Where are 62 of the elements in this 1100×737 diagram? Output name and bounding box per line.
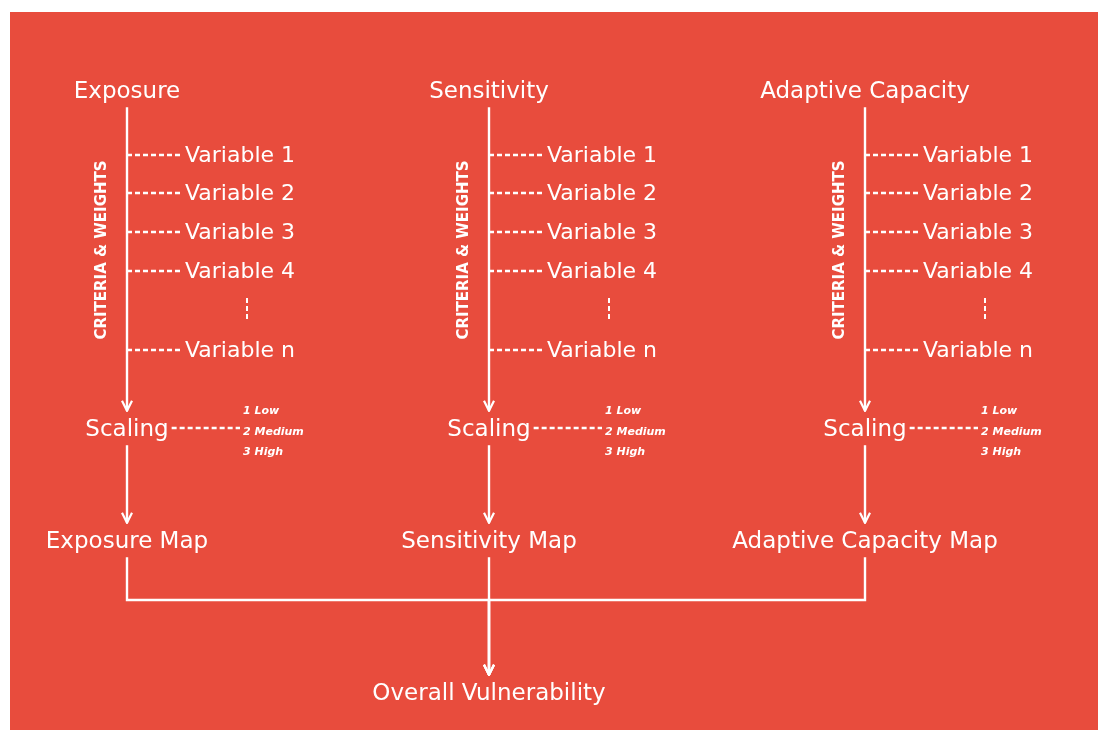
variable-label: Variable 2 xyxy=(185,180,296,206)
variable-label: Variable 3 xyxy=(547,219,658,245)
node-label: Exposure xyxy=(73,76,181,104)
node-label: Scaling xyxy=(447,414,531,442)
arrow xyxy=(482,445,496,524)
node-label: Scaling xyxy=(85,414,169,442)
node-label: Sensitivity xyxy=(429,76,549,104)
dashed-connector xyxy=(489,230,545,234)
arrow xyxy=(120,107,134,412)
scale-level-text: 3 High xyxy=(981,444,1023,461)
arrow xyxy=(858,107,872,412)
axis-caption: CRITERIA & WEIGHTS xyxy=(92,160,110,340)
variable-label: Variable 4 xyxy=(185,258,296,284)
scale-level-text: 1 Low xyxy=(981,402,1019,419)
variable-label: Variable 1 xyxy=(547,142,658,168)
variable-label: Variable 2 xyxy=(923,180,1034,206)
variable-label: Variable 4 xyxy=(923,258,1034,284)
scale-level-text: 1 Low xyxy=(605,402,643,419)
dashed-connector xyxy=(865,348,921,352)
node-label: Adaptive Capacity xyxy=(760,76,970,104)
dashed-connector xyxy=(489,269,545,273)
axis-caption: CRITERIA & WEIGHTS xyxy=(454,160,472,340)
variable-label: Variable 3 xyxy=(923,219,1034,245)
dashed-connector xyxy=(865,230,921,234)
dashed-connector xyxy=(127,269,183,273)
variable-label: Variable 1 xyxy=(923,142,1034,168)
node-label: Overall Vulnerability xyxy=(372,678,606,706)
dashed-connector xyxy=(127,348,183,352)
arrow xyxy=(482,557,867,676)
dashed-connector xyxy=(865,191,921,195)
node-label: Exposure Map xyxy=(45,526,209,554)
dashed-connector xyxy=(489,191,545,195)
variable-label: Variable n xyxy=(923,337,1033,363)
scale-level-text: 2 Medium xyxy=(243,423,304,440)
arrow xyxy=(482,107,496,412)
dashed-connector xyxy=(127,230,183,234)
scale-level-text: 2 Medium xyxy=(981,423,1042,440)
node-label: Adaptive Capacity Map xyxy=(732,526,998,554)
dashed-connector xyxy=(865,269,921,273)
scale-level-text: 3 High xyxy=(243,444,285,461)
dashed-connector xyxy=(909,426,978,430)
node-label: Sensitivity Map xyxy=(401,526,577,554)
dashed-connector xyxy=(127,153,183,157)
dashed-connector xyxy=(171,426,240,430)
dashed-connector xyxy=(865,153,921,157)
node-label: Scaling xyxy=(823,414,907,442)
arrow xyxy=(858,445,872,524)
dashed-connector xyxy=(533,426,602,430)
variable-label: Variable 1 xyxy=(185,142,296,168)
scale-level-text: 2 Medium xyxy=(605,423,666,440)
scale-level-text: 1 Low xyxy=(243,402,281,419)
arrow xyxy=(120,445,134,524)
scale-level-text: 3 High xyxy=(605,444,647,461)
variable-label: Variable 4 xyxy=(547,258,658,284)
dashed-connector xyxy=(489,348,545,352)
dashed-connector xyxy=(127,191,183,195)
variable-label: Variable n xyxy=(547,337,657,363)
variable-label: Variable 3 xyxy=(185,219,296,245)
dashed-connector xyxy=(489,153,545,157)
variable-label: Variable n xyxy=(185,337,295,363)
axis-caption: CRITERIA & WEIGHTS xyxy=(830,160,848,340)
variable-label: Variable 2 xyxy=(547,180,658,206)
